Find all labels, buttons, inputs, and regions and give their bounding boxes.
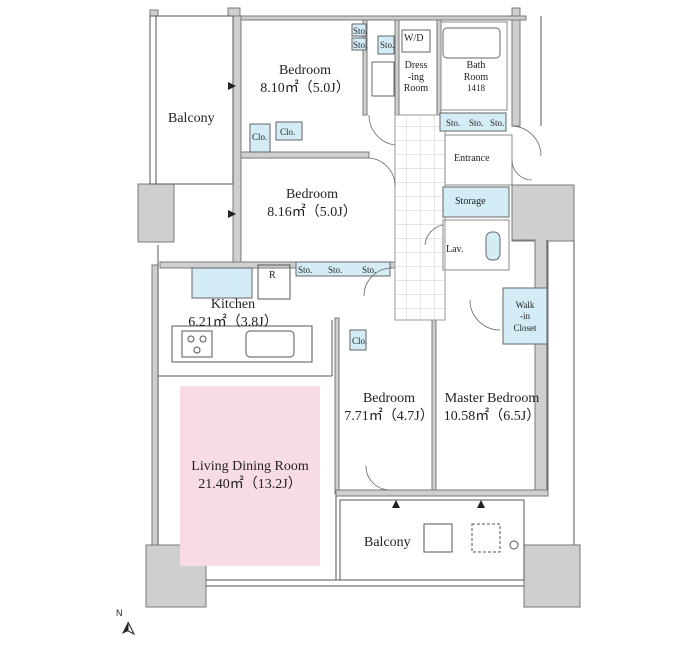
kitchen-name: Kitchen (210, 297, 256, 312)
sto-label: Sto. (490, 118, 505, 128)
storage-blocks (191, 23, 548, 351)
walkin-line2: -in (520, 311, 530, 322)
storage-label: Storage (455, 196, 486, 207)
clo-label: Clo. (352, 336, 368, 346)
drain-icon (509, 540, 519, 550)
outdoor-unit-dashed (471, 523, 501, 553)
bedroom2-name: Bedroom (285, 187, 339, 202)
stove-icon (181, 330, 213, 358)
bath-line2: Room (463, 71, 489, 83)
doors (363, 114, 542, 491)
living-dining-label: Living Dining Room 21.40㎡（13.2J） (180, 458, 320, 493)
bedroom1-size: 8.10㎡（5.0J） (260, 80, 350, 96)
sink (245, 330, 295, 358)
kitchen-label: Kitchen 6.21㎡（3.8J） (178, 296, 288, 331)
balcony-bottom-label: Balcony (364, 535, 411, 550)
bedroom3-name: Bedroom (362, 391, 416, 406)
sto-label: Sto. (469, 118, 484, 128)
sto-label: Sto. (353, 26, 368, 36)
balcony-left-label: Balcony (168, 111, 215, 126)
bedroom2-size: 8.16㎡（5.0J） (267, 204, 357, 220)
window-arrows (228, 82, 485, 508)
clo-label: Clo. (280, 127, 296, 137)
master-bedroom-size: 10.58㎡（6.5J） (443, 408, 541, 424)
bedroom3-label: Bedroom 7.71㎡（4.7J） (342, 390, 436, 425)
master-bedroom-name: Master Bedroom (444, 391, 540, 406)
fridge-box (257, 264, 291, 300)
bath-line3: 1418 (467, 83, 485, 93)
bedroom1-label: Bedroom 8.10㎡（5.0J） (255, 62, 355, 97)
sto-label: Sto. (353, 40, 368, 50)
bedroom2-label: Bedroom 8.16㎡（5.0J） (262, 186, 362, 221)
dressing-line1: Dress (404, 60, 428, 71)
entrance-label: Entrance (454, 153, 490, 164)
balcony-bottom (339, 499, 525, 581)
fridge-label: R (269, 270, 276, 281)
bath-line1: Bath (466, 60, 486, 71)
kitchen-counter (171, 325, 313, 363)
dressing-box (371, 61, 395, 97)
wd-box (401, 29, 431, 53)
walkin-line3: Closet (513, 322, 537, 333)
dressing-room-label: Dress -ing Room (398, 60, 434, 95)
living-dining-fill (180, 386, 320, 566)
walkin-line1: Walk (515, 300, 535, 310)
outdoor-unit (423, 523, 453, 553)
walkin-closet-label: Walk -in Closet (503, 300, 547, 334)
lav-label: Lav. (446, 244, 464, 255)
master-bedroom-label: Master Bedroom 10.58㎡（6.5J） (436, 390, 548, 425)
bathtub (442, 27, 501, 59)
entrance-area (444, 134, 513, 186)
north-compass-icon (122, 621, 136, 636)
bath-room-label: Bath Room 1418 (454, 60, 498, 93)
clo-label: Clo. (252, 132, 268, 142)
living-dining-size: 21.40㎡（13.2J） (198, 476, 302, 492)
bedroom1-name: Bedroom (278, 63, 332, 78)
bedroom3-size: 7.71㎡（4.7J） (344, 408, 434, 424)
dressing-line2: -ing (407, 71, 425, 83)
north-label: N (116, 608, 123, 618)
dressing-line3: Room (403, 83, 429, 94)
sto-label: Sto. (298, 265, 313, 275)
living-dining-name: Living Dining Room (191, 459, 309, 474)
lav-room (442, 219, 510, 271)
wd-label: W/D (404, 33, 424, 44)
corridor-tiles (394, 114, 446, 321)
sto-label: Sto. (446, 118, 461, 128)
balcony-left (149, 15, 234, 185)
toilet (485, 231, 501, 261)
bath-room (440, 21, 508, 111)
sto-label: Sto. (362, 265, 377, 275)
kitchen-size: 6.21㎡（3.8J） (188, 314, 278, 330)
sto-label: Sto. (328, 265, 343, 275)
sto-label: Sto. (380, 40, 395, 50)
